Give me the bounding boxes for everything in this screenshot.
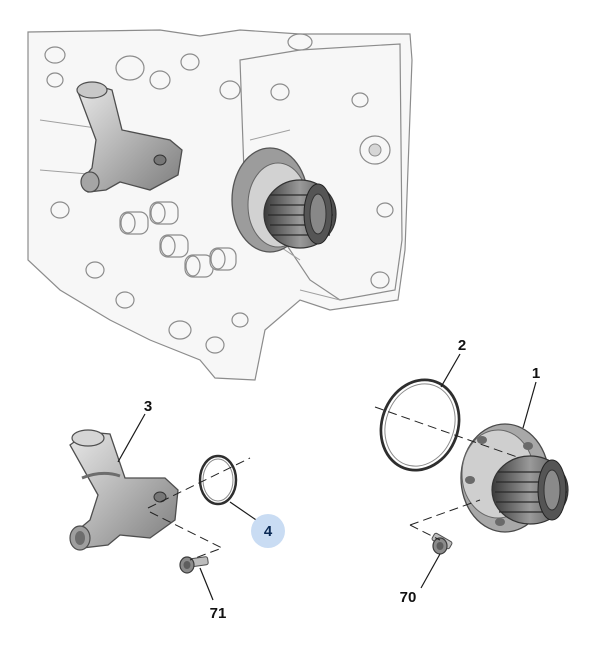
callout-70: 70 [400,589,417,606]
callout-4: 4 [264,523,273,540]
callout-1: 1 [532,365,540,382]
callout-labels: 1 2 3 4 70 71 [144,337,540,622]
assembly-guide-lines [147,406,521,561]
water-pump-gear [491,455,569,525]
callout-71: 71 [210,605,227,622]
installed-pump-gear [263,179,337,249]
water-pump-part [460,423,569,533]
callout-3: 3 [144,398,152,415]
engine-block [27,29,413,381]
pump-bolt-part [431,532,453,555]
thermostat-housing-part [69,429,179,551]
housing-oring-part [198,454,238,506]
callout-2: 2 [458,337,466,354]
housing-bolt-part [179,556,209,574]
pump-oring-part [379,378,461,472]
callout-4-highlight [251,514,285,548]
installed-thermostat-housing [76,81,183,193]
